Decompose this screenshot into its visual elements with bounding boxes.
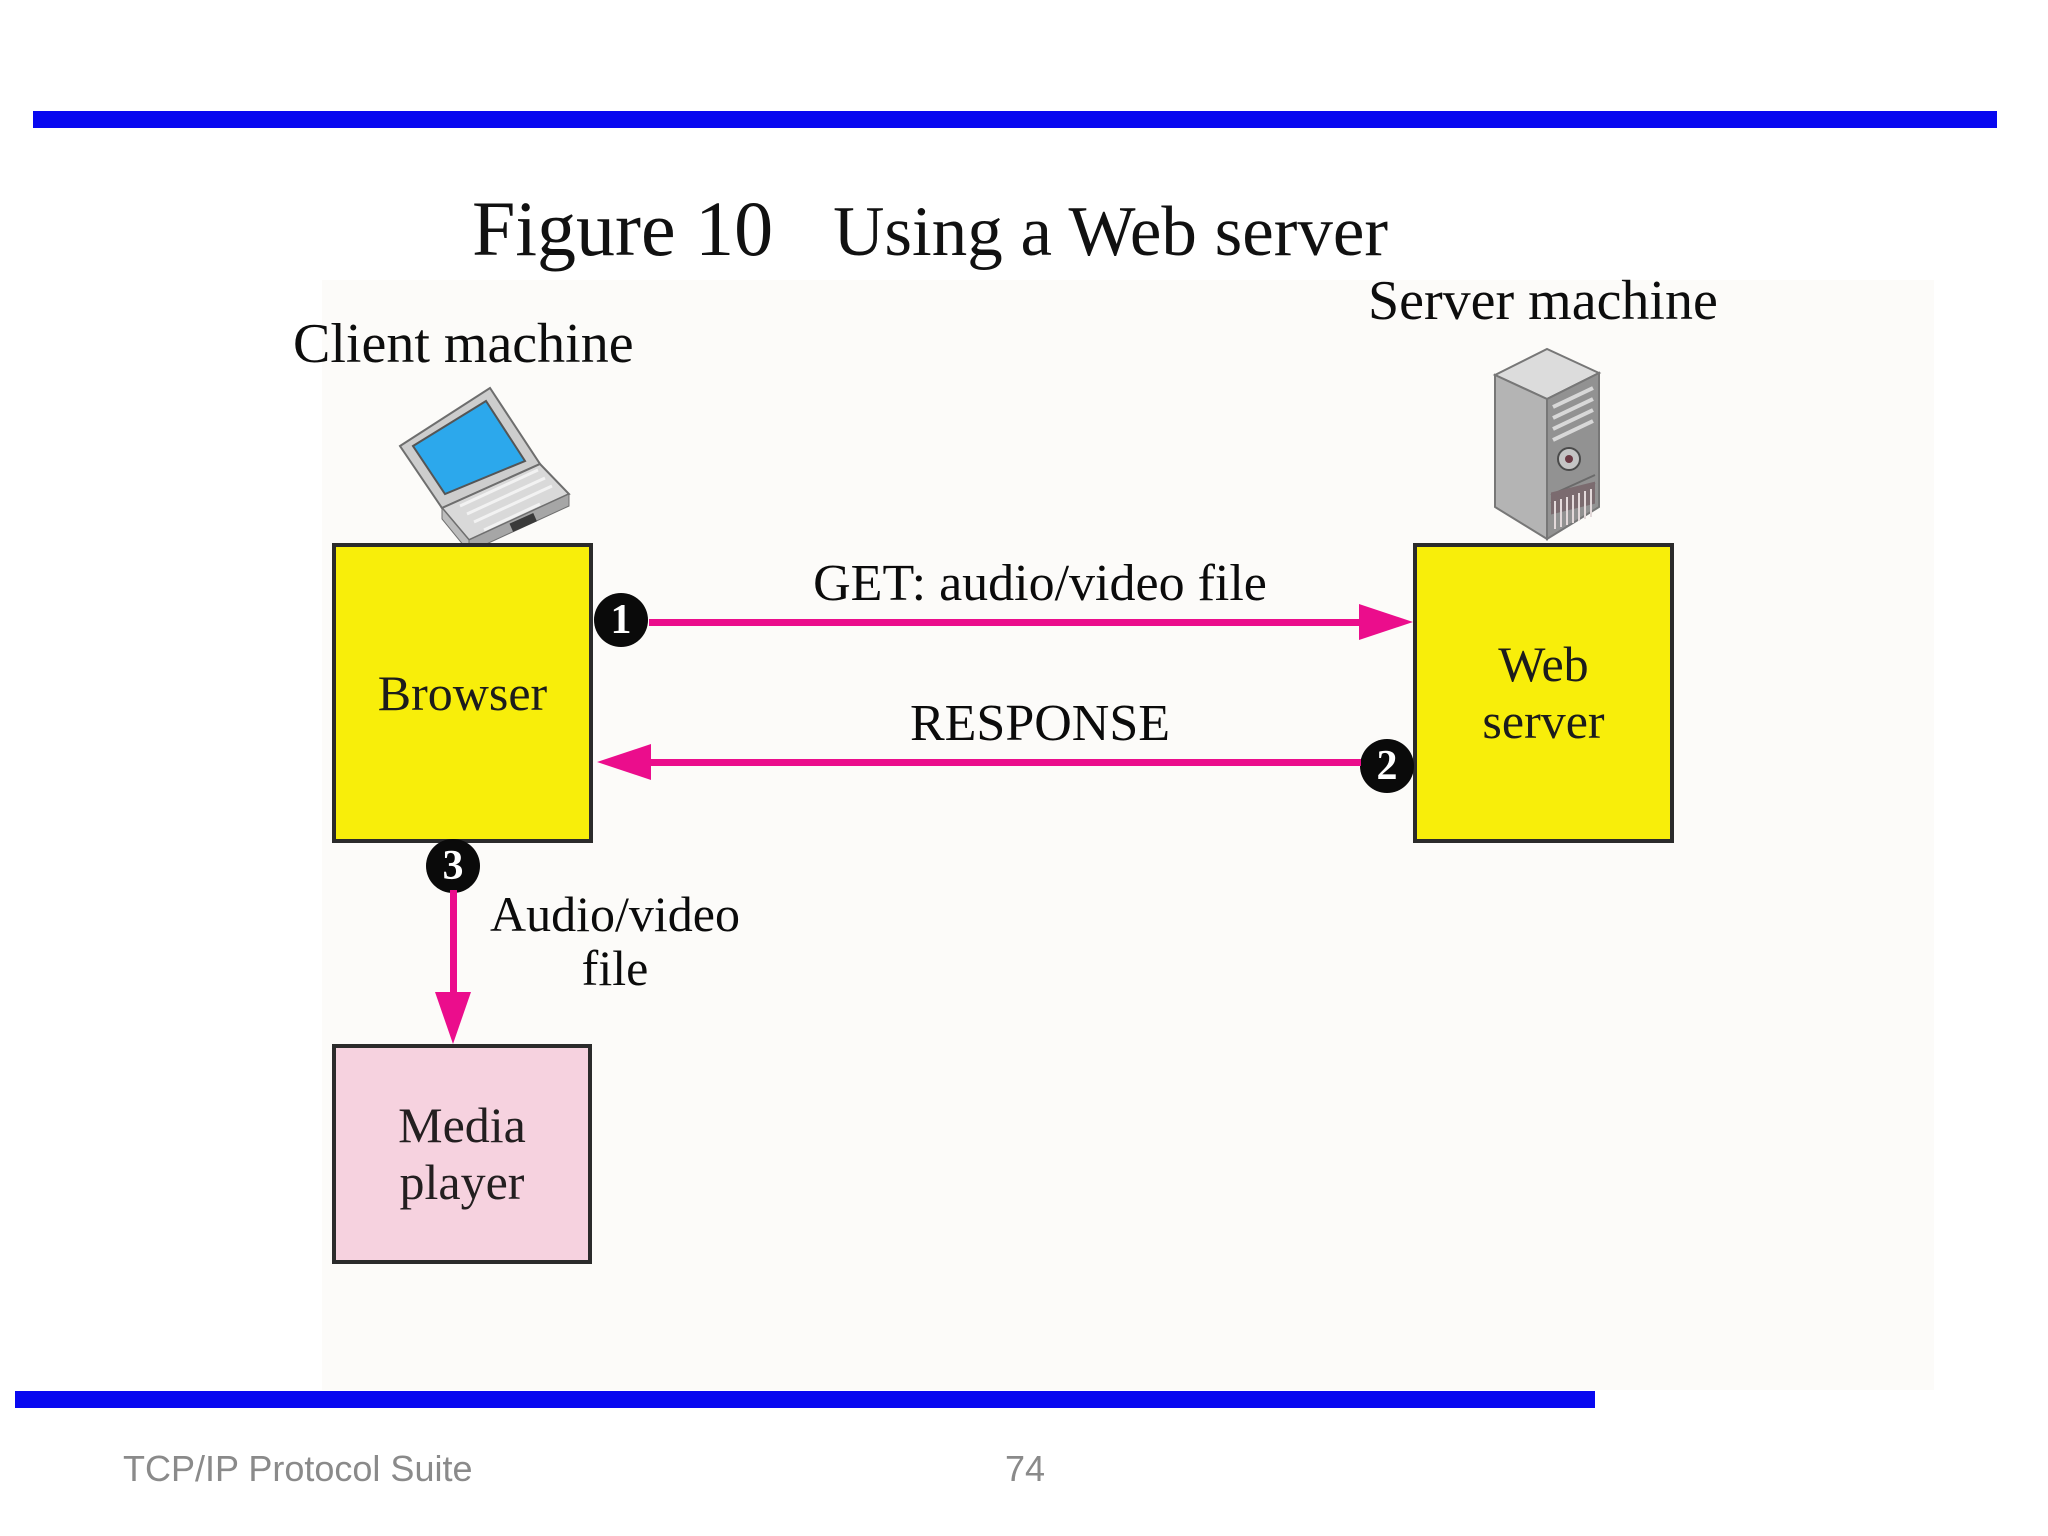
media-player-node: Media player — [332, 1044, 592, 1264]
web-server-label-line2: server — [1482, 693, 1605, 749]
response-arrow-shaft — [650, 759, 1361, 766]
browser-node-label: Browser — [377, 664, 548, 721]
web-server-label-line1: Web — [1498, 636, 1589, 692]
file-transfer-arrowhead-icon — [435, 992, 471, 1044]
web-server-node: Web server — [1413, 543, 1674, 843]
figure-title-row: Figure 10 Using a Web server — [472, 190, 1388, 268]
step-3-badge: 3 — [426, 839, 480, 893]
figure-title: Using a Web server — [833, 193, 1389, 271]
figure-number: Figure 10 — [472, 185, 774, 272]
server-tower-icon — [1492, 347, 1602, 541]
audio-video-file-label: Audio/video file — [460, 887, 770, 995]
server-machine-label: Server machine — [1368, 270, 1718, 332]
get-request-arrow-shaft — [649, 619, 1361, 626]
get-request-label: GET: audio/video file — [813, 555, 1267, 612]
client-machine-label: Client machine — [293, 313, 634, 375]
footer-title: TCP/IP Protocol Suite — [123, 1448, 473, 1489]
step-2-badge: 2 — [1360, 739, 1414, 793]
response-arrowhead-icon — [597, 744, 651, 780]
bottom-accent-bar — [15, 1391, 1595, 1408]
step-1-badge: 1 — [594, 593, 648, 647]
media-player-label-line1: Media — [398, 1097, 526, 1153]
get-request-arrowhead-icon — [1359, 604, 1413, 640]
media-player-label-line2: player — [399, 1154, 525, 1210]
page-number: 74 — [1005, 1448, 1046, 1489]
response-label: RESPONSE — [909, 695, 1171, 752]
audio-video-file-label-line1: Audio/video — [490, 886, 740, 942]
browser-node: Browser — [332, 543, 593, 843]
audio-video-file-label-line2: file — [581, 940, 649, 996]
top-accent-bar — [33, 111, 1997, 128]
file-transfer-arrow-shaft — [450, 890, 457, 994]
laptop-icon — [398, 386, 571, 545]
